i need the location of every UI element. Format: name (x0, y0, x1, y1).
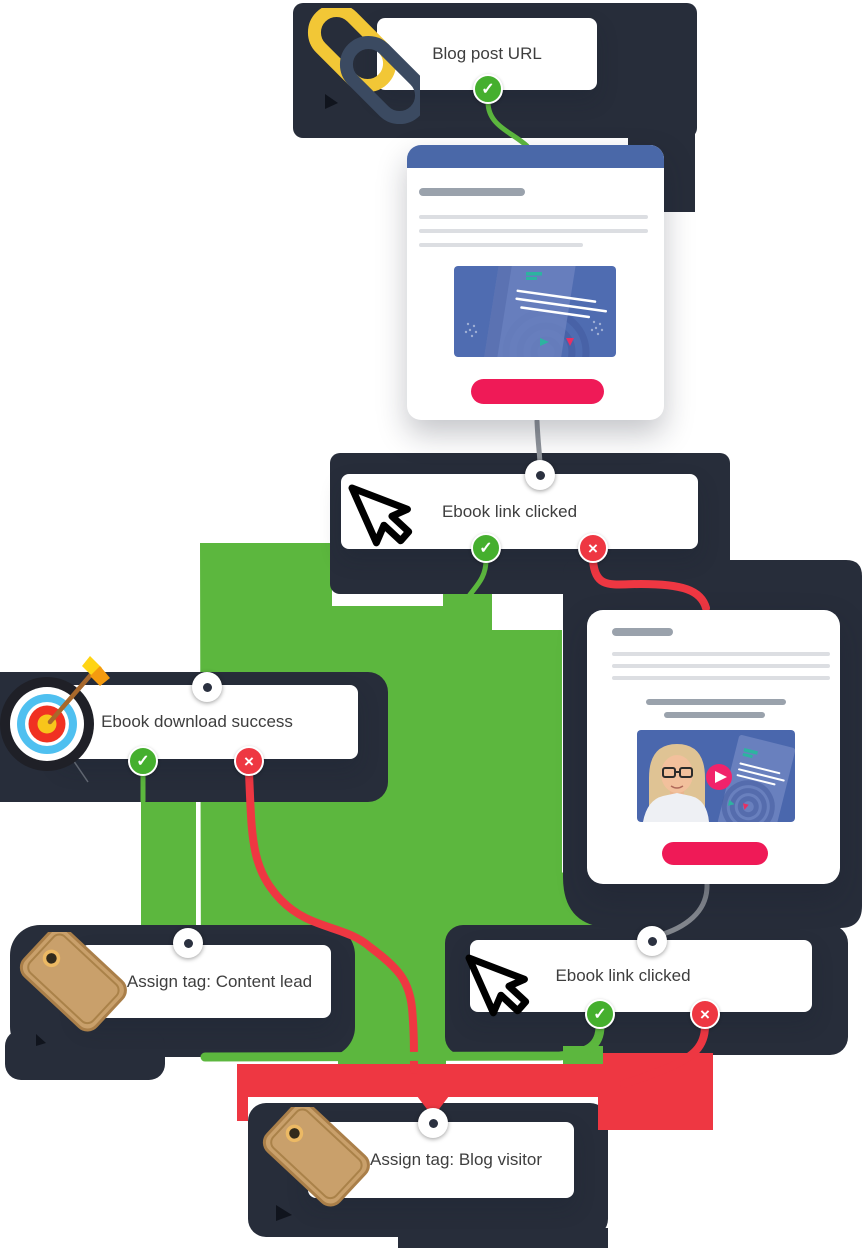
text-line (612, 676, 830, 680)
no-flow-band-right (598, 1053, 713, 1130)
dot-center (647, 936, 657, 946)
text-line (419, 229, 648, 233)
page-title-bar (419, 188, 525, 196)
subtitle-bar (664, 712, 765, 718)
no-line-success (245, 769, 418, 1074)
node-label: Blog post URL (432, 44, 542, 63)
no-flow-arrow (417, 1096, 449, 1117)
play-icon (715, 771, 727, 783)
yes-badge[interactable]: ✓ (128, 746, 158, 776)
dot-center (535, 470, 545, 480)
decor-triangle-icon (36, 1034, 46, 1046)
no-flow-band (237, 1064, 620, 1097)
dot-center (183, 938, 193, 948)
video-thumbnail[interactable] (637, 730, 795, 822)
no-badge[interactable]: × (690, 999, 720, 1029)
cursor-icon (348, 484, 413, 547)
page-title-bar (612, 628, 673, 636)
yes-badge[interactable]: ✓ (473, 74, 503, 104)
no-line-ebook1 (589, 556, 710, 612)
cursor-icon (465, 954, 530, 1017)
node-label: Assign tag: Content lead (126, 971, 313, 991)
link-icon (307, 8, 420, 125)
yes-pipe (141, 799, 196, 926)
decor-triangle-icon (276, 1205, 292, 1221)
blog-page-mockup (407, 145, 664, 420)
yes-line-blog-url (485, 99, 530, 149)
node-label: Ebook download success (101, 712, 293, 731)
popup-page-mockup (587, 610, 840, 884)
subtitle-bar (646, 699, 786, 705)
text-line (612, 664, 830, 668)
yes-badge[interactable]: ✓ (585, 999, 615, 1029)
text-line (612, 652, 830, 656)
text-line (419, 215, 648, 219)
connector-dot[interactable] (192, 672, 222, 702)
dot-center (202, 682, 212, 692)
panel-blog-visitor-ext (398, 1228, 608, 1248)
cta-button[interactable] (471, 379, 604, 404)
yes-line-ebook2 (200, 1021, 605, 1062)
node-label: Assign tag: Blog visitor (370, 1150, 542, 1169)
connector-dot[interactable] (637, 926, 667, 956)
browser-header (407, 145, 664, 168)
node-label: Ebook link clicked (441, 501, 578, 521)
node-label: Ebook link clicked (555, 966, 691, 985)
yes-badge[interactable]: ✓ (471, 533, 501, 563)
text-line (419, 243, 583, 247)
no-badge[interactable]: × (234, 746, 264, 776)
target-icon (0, 656, 110, 783)
cta-button[interactable] (662, 842, 768, 865)
connector-dot[interactable] (525, 460, 555, 490)
ebook-cover-image (454, 266, 616, 357)
tag-icon (19, 932, 127, 1032)
dot-center (428, 1118, 438, 1128)
connector-dot[interactable] (173, 928, 203, 958)
no-badge[interactable]: × (578, 533, 608, 563)
yes-line-ebook1 (466, 557, 489, 599)
tag-icon (262, 1107, 370, 1207)
connector-dot[interactable] (418, 1108, 448, 1138)
no-flow-band-tab (237, 1095, 248, 1121)
no-line-ebook2 (620, 1022, 709, 1088)
decor-triangle-icon (325, 94, 338, 109)
